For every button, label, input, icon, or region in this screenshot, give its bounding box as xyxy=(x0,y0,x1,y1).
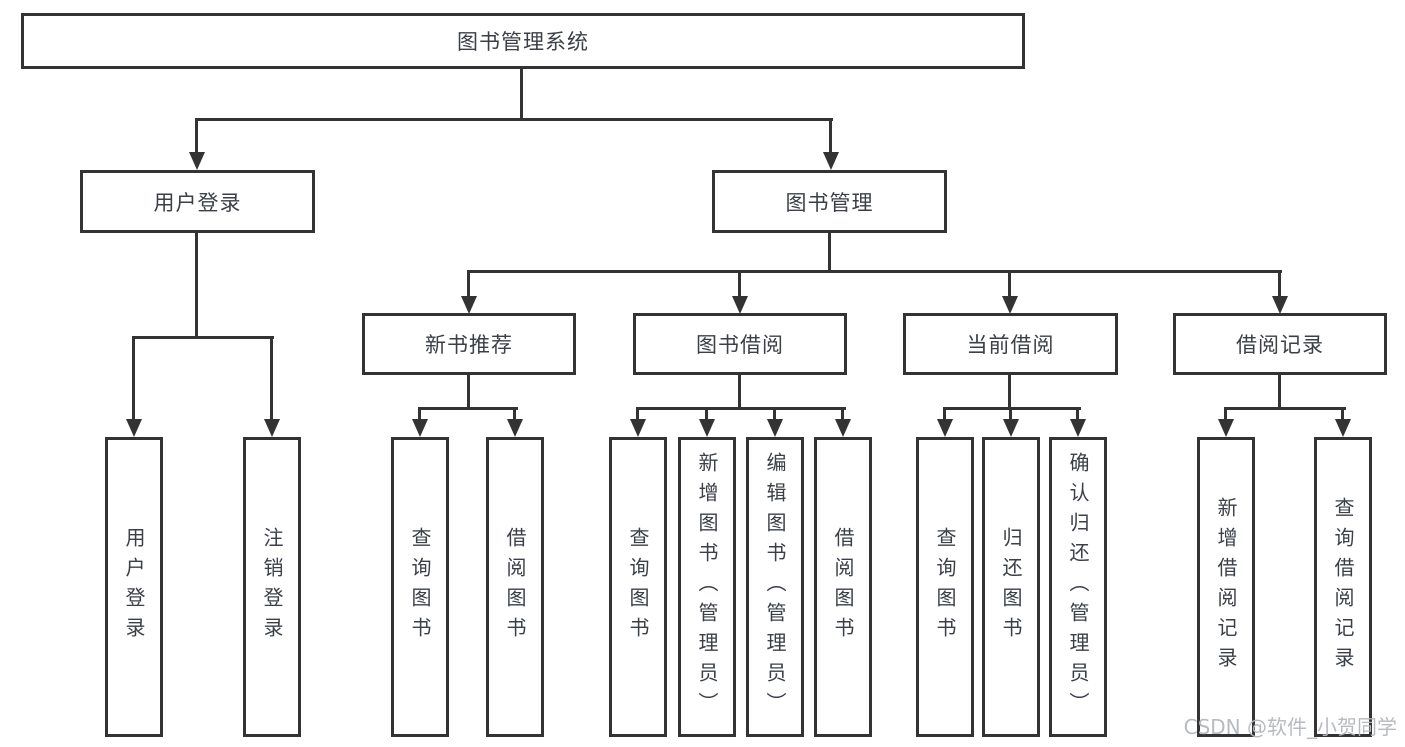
arrowhead-down-icon xyxy=(699,419,715,437)
connector-line xyxy=(513,407,516,421)
arrowhead-down-icon xyxy=(630,419,646,437)
connector-line xyxy=(773,407,776,421)
leaf-borrow-books-1: 借阅图书 xyxy=(486,437,544,737)
leaf-add-books-admin: 新增图书（管理员） xyxy=(678,437,736,737)
connector-line xyxy=(738,270,741,298)
arrowhead-down-icon xyxy=(1218,419,1234,437)
node-label: 图书借阅 xyxy=(696,333,784,357)
arrowhead-down-icon xyxy=(507,419,523,437)
connector-line xyxy=(195,118,198,154)
leaf-add-borrow-record: 新增借阅记录 xyxy=(1197,437,1255,737)
node-current-borrowing: 当前借阅 xyxy=(903,313,1118,375)
node-label: 借阅图书 xyxy=(831,527,855,647)
node-label: 查询图书 xyxy=(626,527,650,647)
connector-line xyxy=(943,407,1081,410)
connector-line xyxy=(1341,407,1344,421)
csdn-watermark: CSDN @软件_小贺同学 xyxy=(1183,715,1397,739)
connector-line xyxy=(196,118,833,121)
connector-line xyxy=(1278,375,1281,409)
leaf-return-books: 归还图书 xyxy=(982,437,1040,737)
leaf-edit-books-admin: 编辑图书（管理员） xyxy=(746,437,804,737)
arrowhead-down-icon xyxy=(732,296,748,314)
connector-line xyxy=(829,118,832,154)
arrowhead-down-icon xyxy=(1003,419,1019,437)
node-label: 确认归还（管理员） xyxy=(1066,452,1090,722)
connector-line xyxy=(418,407,518,410)
node-borrowing-records: 借阅记录 xyxy=(1173,313,1387,375)
node-book-borrowing: 图书借阅 xyxy=(633,313,847,375)
connector-line xyxy=(1008,375,1011,409)
arrowhead-down-icon xyxy=(1002,296,1018,314)
connector-line xyxy=(468,270,1282,273)
connector-line xyxy=(738,375,741,409)
arrowhead-down-icon xyxy=(461,296,477,314)
node-label: 归还图书 xyxy=(999,527,1023,647)
connector-line xyxy=(1224,407,1346,410)
connector-line xyxy=(467,375,470,409)
node-label: 当前借阅 xyxy=(966,333,1055,357)
connector-line xyxy=(828,233,831,272)
node-label: 查询图书 xyxy=(408,527,432,647)
node-label: 查询图书 xyxy=(933,527,957,647)
leaf-borrow-books-2: 借阅图书 xyxy=(814,437,872,737)
leaf-query-books-1: 查询图书 xyxy=(391,437,449,737)
connector-line xyxy=(1009,407,1012,421)
connector-line xyxy=(636,407,846,410)
arrowhead-down-icon xyxy=(1070,419,1086,437)
leaf-query-books-3: 查询图书 xyxy=(916,437,974,737)
node-label: 编辑图书（管理员） xyxy=(763,452,787,722)
node-label: 注销登录 xyxy=(260,527,284,647)
arrowhead-down-icon xyxy=(937,419,953,437)
node-library-management-system: 图书管理系统 xyxy=(21,13,1025,69)
leaf-logout: 注销登录 xyxy=(243,437,301,737)
leaf-user-login: 用户登录 xyxy=(105,437,163,737)
connector-line xyxy=(520,69,523,120)
connector-line xyxy=(943,407,946,421)
arrowhead-down-icon xyxy=(126,419,142,437)
connector-line xyxy=(841,407,844,421)
node-label: 新书推荐 xyxy=(425,333,513,357)
connector-line xyxy=(1278,270,1281,298)
node-label: 借阅记录 xyxy=(1236,333,1324,357)
node-new-book-recommendation: 新书推荐 xyxy=(362,313,576,375)
node-label: 新增借阅记录 xyxy=(1214,497,1238,677)
arrowhead-down-icon xyxy=(1335,419,1351,437)
node-book-management: 图书管理 xyxy=(712,170,947,233)
node-label: 新增图书（管理员） xyxy=(695,452,719,722)
node-label: 用户登录 xyxy=(122,527,146,647)
connector-line xyxy=(418,407,421,421)
connector-line xyxy=(1224,407,1227,421)
node-label: 借阅图书 xyxy=(503,527,527,647)
node-user-login: 用户登录 xyxy=(80,170,315,233)
arrowhead-down-icon xyxy=(189,152,205,170)
arrowhead-down-icon xyxy=(767,419,783,437)
arrowhead-down-icon xyxy=(264,419,280,437)
connector-line xyxy=(1008,270,1011,298)
connector-line xyxy=(195,233,198,338)
leaf-confirm-return-admin: 确认归还（管理员） xyxy=(1049,437,1107,737)
connector-line xyxy=(270,336,273,421)
connector-line xyxy=(133,336,274,339)
connector-line xyxy=(132,336,135,421)
node-label: 查询借阅记录 xyxy=(1331,497,1355,677)
arrowhead-down-icon xyxy=(823,152,839,170)
connector-line xyxy=(705,407,708,421)
connector-line xyxy=(1076,407,1079,421)
node-label: 图书管理 xyxy=(785,190,874,215)
leaf-query-borrow-record: 查询借阅记录 xyxy=(1314,437,1372,737)
node-label: 图书管理系统 xyxy=(457,30,589,54)
arrowhead-down-icon xyxy=(1272,296,1288,314)
connector-line xyxy=(636,407,639,421)
connector-line xyxy=(467,270,470,298)
arrowhead-down-icon xyxy=(412,419,428,437)
leaf-query-books-2: 查询图书 xyxy=(609,437,667,737)
arrowhead-down-icon xyxy=(835,419,851,437)
node-label: 用户登录 xyxy=(153,190,242,215)
